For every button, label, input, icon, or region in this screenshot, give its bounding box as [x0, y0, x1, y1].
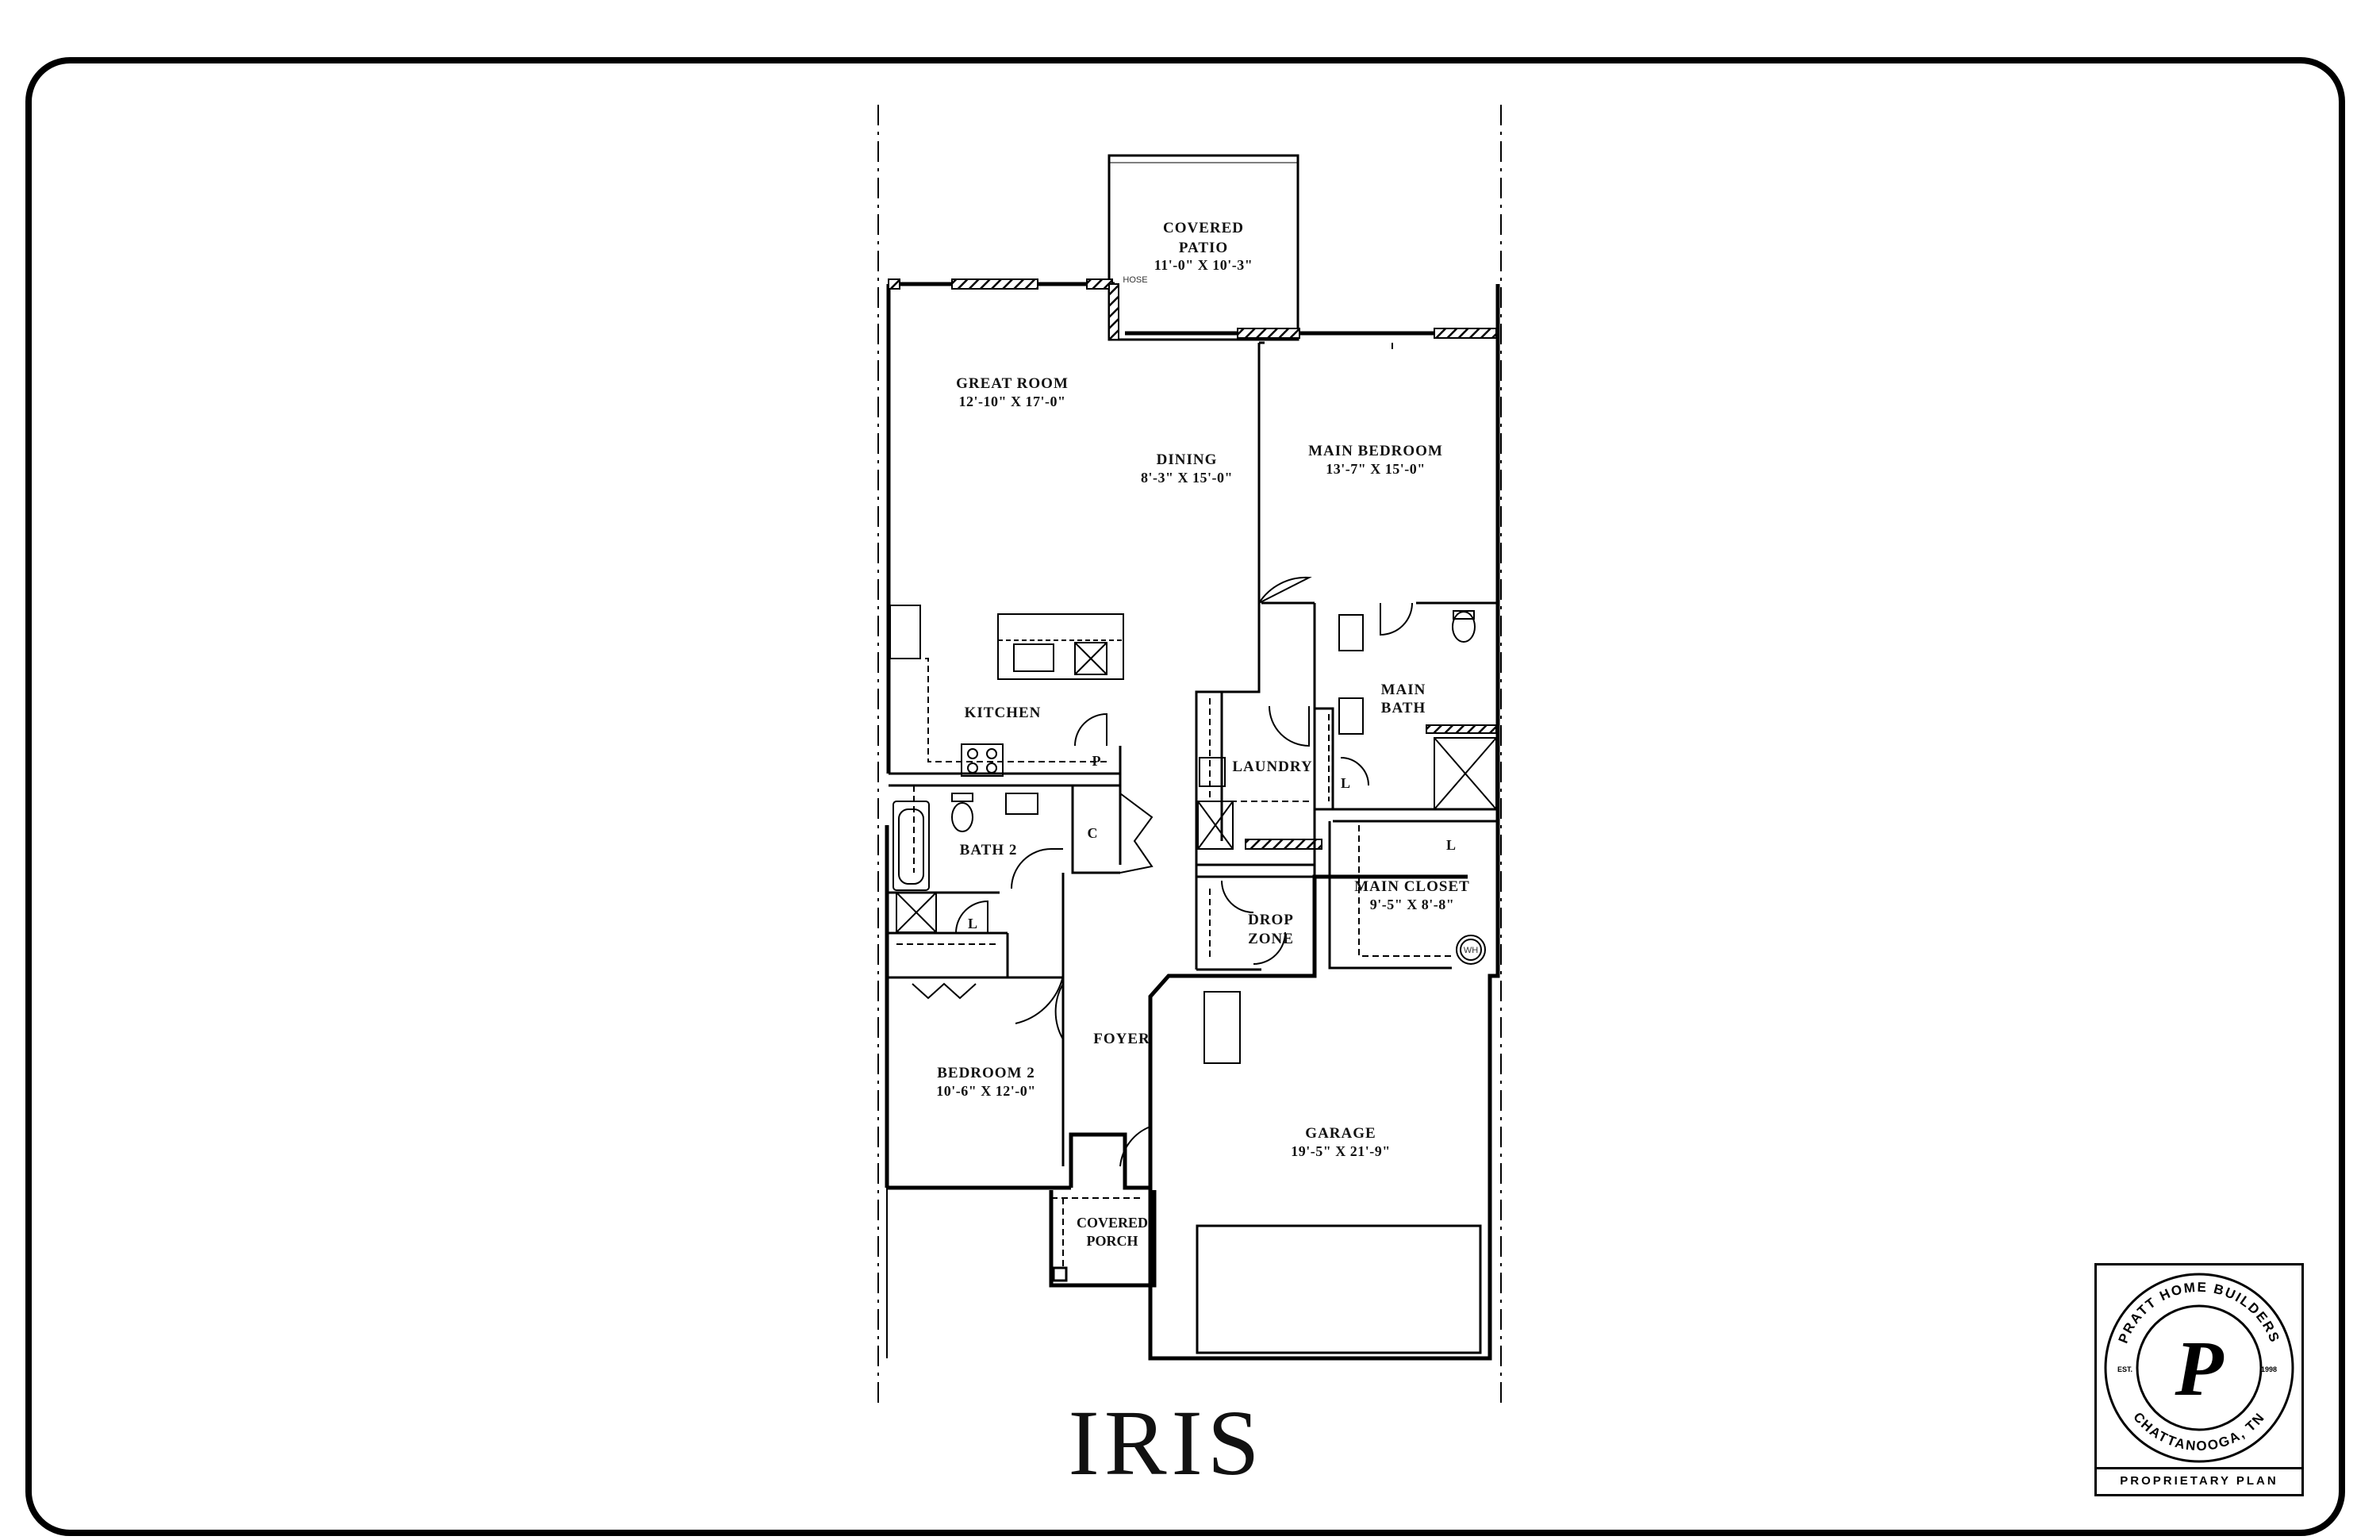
- covered-patio-label: COVERED: [1163, 220, 1244, 236]
- covered-porch-label-2: PORCH: [1087, 1233, 1138, 1249]
- laundry-label: LAUNDRY: [1232, 758, 1312, 775]
- bedroom-2-dims: 10'-6" X 12'-0": [936, 1083, 1035, 1099]
- garage-dims: 19'-5" X 21'-9": [1291, 1143, 1390, 1159]
- closet-label: C: [1088, 825, 1098, 841]
- kitchen-label: KITCHEN: [965, 705, 1042, 721]
- dining-dims: 8'-3" X 15'-0": [1141, 470, 1233, 486]
- main-bath-label-2: BATH: [1381, 700, 1426, 716]
- builder-logo: PRATT HOME BUILDERS CHATTANOOGA, TN EST.…: [2094, 1263, 2304, 1496]
- seal-est: EST.: [2117, 1365, 2132, 1373]
- seal-year: 1998: [2261, 1365, 2277, 1373]
- porch-post: [1052, 1266, 1068, 1282]
- covered-patio-label-2: PATIO: [1179, 240, 1228, 256]
- main-bath-label: MAIN: [1381, 682, 1426, 698]
- drop-zone-label-2: ZONE: [1248, 931, 1294, 947]
- great-room-label: GREAT ROOM: [956, 375, 1069, 392]
- proprietary-plan-label: PROPRIETARY PLAN: [2097, 1467, 2301, 1494]
- linen-label-mainbath: L: [1341, 775, 1350, 791]
- windows: [888, 278, 1497, 850]
- seal-inner-ring: [2136, 1304, 2263, 1431]
- hose-label: HOSE: [1123, 275, 1147, 285]
- room-labels: COVERED PATIO 11'-0" X 10'-3" GREAT ROOM…: [936, 220, 1478, 1249]
- foyer-label: FOYER: [1093, 1031, 1150, 1047]
- seal-outer-ring: [2104, 1273, 2294, 1463]
- builder-seal: PRATT HOME BUILDERS CHATTANOOGA, TN EST.…: [2104, 1273, 2294, 1463]
- water-heater-label: WH: [1464, 946, 1478, 955]
- doors: [912, 343, 1413, 1174]
- main-closet-label: MAIN CLOSET: [1354, 878, 1470, 895]
- garage-label: GARAGE: [1305, 1125, 1376, 1142]
- main-bedroom-dims: 13'-7" X 15'-0": [1326, 461, 1425, 477]
- drawing-border: [25, 57, 2345, 1536]
- kitchen-island: [997, 613, 1124, 680]
- great-room-dims: 12'-10" X 17'-0": [959, 394, 1066, 409]
- garage-details: [1196, 991, 1482, 1354]
- appliances: [889, 605, 1234, 933]
- property-lines: [877, 105, 1502, 1408]
- linen-label-closet: L: [1446, 837, 1456, 853]
- bath-fixtures: [892, 610, 1497, 965]
- covered-patio: [1107, 154, 1299, 341]
- plan-title: IRIS: [1068, 1391, 1265, 1495]
- dining-label: DINING: [1157, 451, 1218, 468]
- drop-zone-label: DROP: [1248, 912, 1294, 928]
- main-closet-dims: 9'-5" X 8'-8": [1370, 897, 1454, 912]
- bath-2-label: BATH 2: [960, 842, 1018, 858]
- covered-porch-label: COVERED: [1077, 1215, 1148, 1231]
- bedroom-2-label: BEDROOM 2: [937, 1065, 1035, 1081]
- exterior-walls: [885, 282, 1500, 1361]
- seal-letter: P: [2174, 1324, 2224, 1412]
- main-bedroom-label: MAIN BEDROOM: [1308, 443, 1443, 459]
- pantry-label: P: [1092, 753, 1101, 769]
- covered-patio-dims: 11'-0" X 10'-3": [1154, 257, 1253, 273]
- linen-label-bath2: L: [968, 916, 977, 931]
